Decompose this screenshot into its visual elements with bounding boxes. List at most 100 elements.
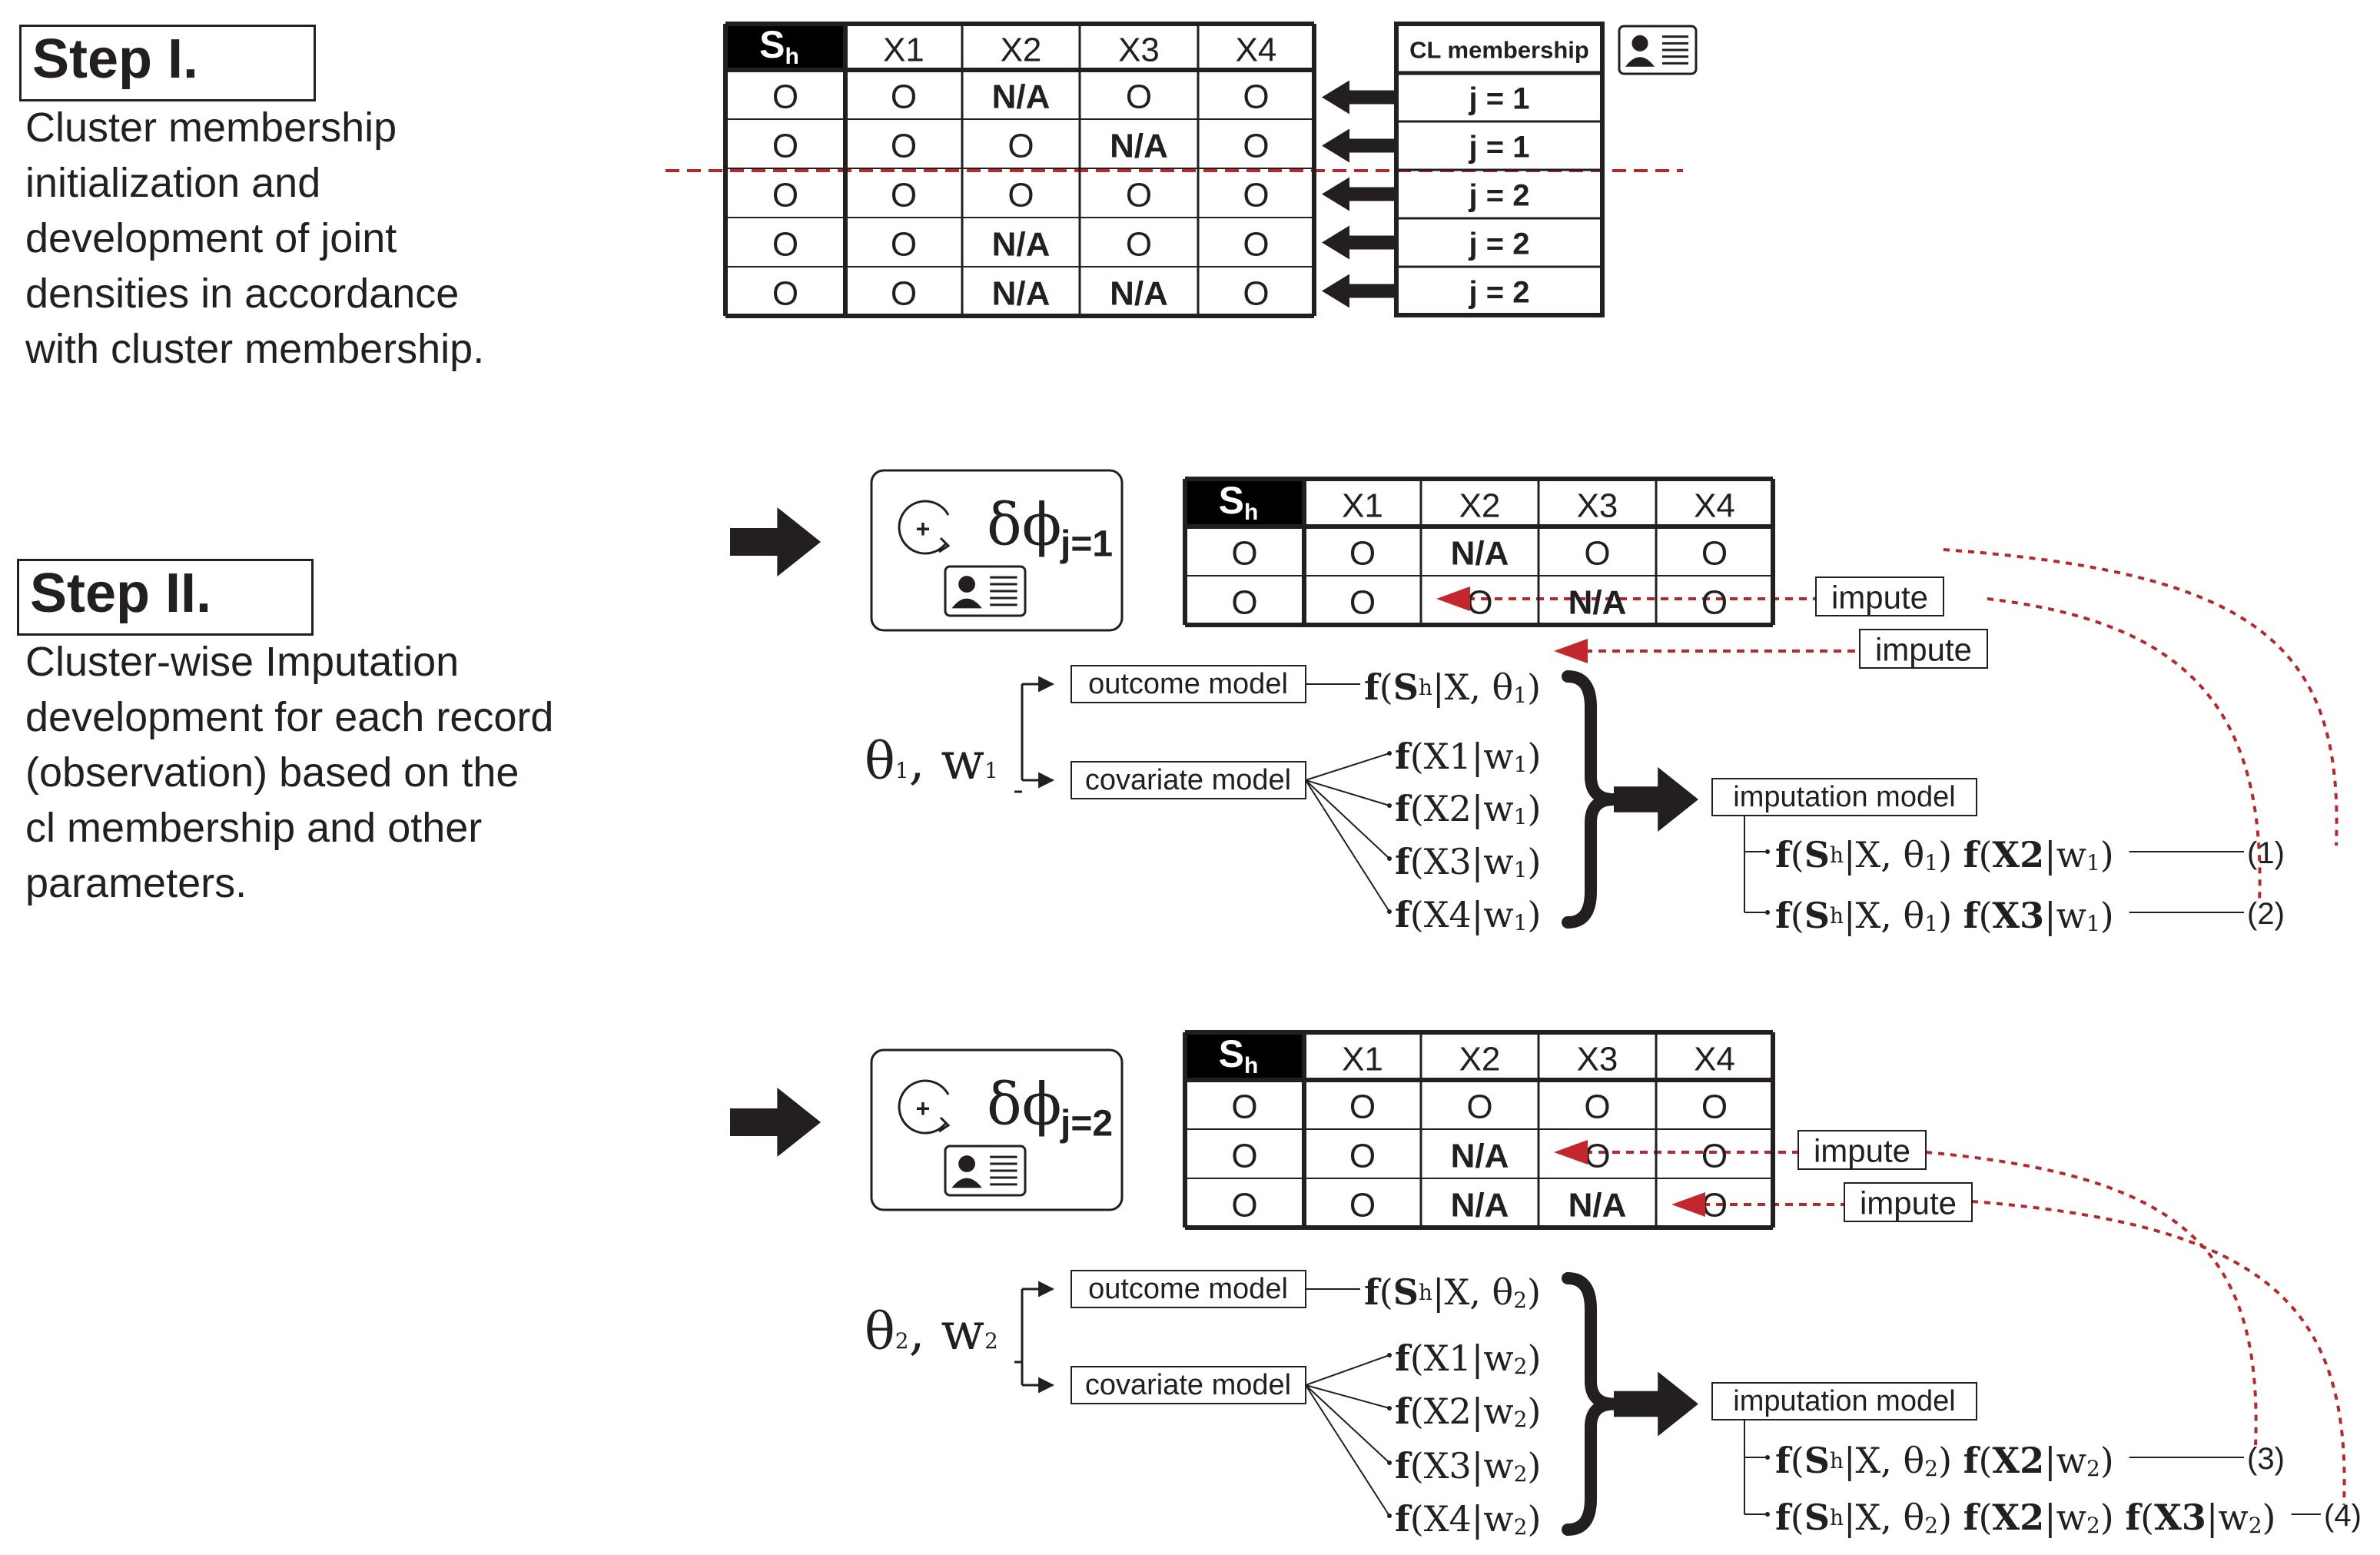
step1-cell: N/A <box>1110 275 1168 313</box>
rotate-add-icon <box>898 1079 950 1135</box>
cluster1-outcome-model-label: outcome model <box>1088 668 1288 700</box>
cluster2-imputation-model-box <box>1711 1382 1977 1420</box>
step1-sh-header-cell <box>725 24 845 70</box>
cluster2-id-card-icon <box>944 1145 1027 1197</box>
step2-desc-line: Cluster-wise Imputation <box>25 639 460 685</box>
step1-cell: O <box>772 275 798 313</box>
cluster1-covariate-model-box <box>1071 761 1306 799</box>
cluster2-delta-phi: δϕ <box>987 1070 1062 1138</box>
cluster2-outcome-model-box <box>1071 1270 1306 1308</box>
cluster2-covariate-dot <box>1387 1460 1392 1465</box>
cluster2-cell: O <box>1349 1138 1376 1175</box>
membership-arrow-shaft <box>1343 90 1394 105</box>
cluster2-impute-label-box <box>1844 1182 1973 1222</box>
membership-arrow-shaft <box>1343 235 1394 250</box>
rotate-add-icon <box>898 500 950 555</box>
membership-arrow-shaft <box>1343 138 1394 153</box>
cluster1-imputation-formula: f(Sh|X, θ1) f(X3|w1) <box>1775 895 2114 936</box>
cluster2-covariate-fan-line <box>1305 1354 1390 1386</box>
cluster2-impute-arrowhead <box>1554 1140 1588 1165</box>
membership-value: j = 2 <box>1469 276 1530 310</box>
cluster1-cell: O <box>1231 535 1257 573</box>
cluster2-cell: N/A <box>1451 1187 1509 1224</box>
cluster2-impute-label: impute <box>1860 1185 1957 1221</box>
cluster2-formula-number: (3) <box>2247 1442 2285 1476</box>
step1-cell: O <box>1126 78 1152 116</box>
cluster2-imputation-formula: f(Sh|X, θ2) f(X2|w2) <box>1775 1440 2114 1481</box>
membership-value: j = 2 <box>1469 179 1530 213</box>
membership-arrow-head <box>1322 225 1349 260</box>
cluster1-impute-label: impute <box>1831 580 1928 616</box>
step1-cell: O <box>772 128 798 165</box>
cluster1-cell: O <box>1701 584 1728 622</box>
cluster1-formula-number: (2) <box>2247 897 2285 931</box>
cluster1-impute-curve <box>1943 548 2339 846</box>
cluster2-impute-label: impute <box>1814 1133 1910 1169</box>
cluster2-covariate-formula: f(X3|w2) <box>1395 1445 1541 1487</box>
step1-cell: N/A <box>992 78 1051 116</box>
cluster1-impute-arrowhead <box>1554 639 1588 663</box>
cluster2-imputation-formula: f(Sh|X, θ2) f(X2|w2) f(X3|w2) <box>1775 1497 2275 1538</box>
step1-cell: O <box>1243 78 1269 116</box>
cluster2-imputation-dot <box>1765 1455 1770 1460</box>
cluster2-cell: O <box>1231 1088 1257 1126</box>
cluster1-imputation-model-box <box>1711 778 1977 816</box>
membership-arrow-head <box>1322 177 1349 211</box>
cluster1-outcome-formula: f(Sh|X, θ1) <box>1364 666 1541 708</box>
membership-arrow-shaft <box>1343 187 1394 201</box>
step1-cell: O <box>1007 128 1034 165</box>
step1-cell: O <box>891 275 917 313</box>
cluster1-cell: O <box>1584 535 1610 573</box>
cluster2-cell: O <box>1701 1187 1728 1224</box>
cluster1-col-header: X1 <box>1342 487 1383 525</box>
step1-cell: N/A <box>992 226 1051 264</box>
cluster1-covariate-model-label: covariate model <box>1085 764 1291 796</box>
cluster2-cell: O <box>1231 1138 1257 1175</box>
cluster1-formula-number: (1) <box>2247 836 2285 870</box>
cluster1-to-imputation-arrow-icon <box>1614 767 1698 832</box>
cluster1-outcome-model-box <box>1071 665 1306 703</box>
cluster2-params-label: θ2, w2 <box>865 1302 998 1361</box>
membership-value: j = 1 <box>1469 82 1530 116</box>
cluster1-col-header: X4 <box>1694 487 1735 525</box>
cluster1-covariate-dot <box>1387 909 1392 914</box>
membership-arrow-head <box>1322 80 1349 115</box>
step2-title: Step II. <box>17 559 314 636</box>
cluster1-impute-arrowhead <box>1436 586 1470 611</box>
cluster1-params-label: θ1, w1 <box>865 732 998 791</box>
step1-desc-line: with cluster membership. <box>25 326 485 372</box>
cluster2-sh-header-label: Sh <box>1219 1032 1259 1078</box>
cluster2-col-header: X2 <box>1459 1041 1501 1078</box>
cluster1-delta-phi: δϕ <box>987 490 1062 559</box>
cluster2-covariate-model-box <box>1071 1366 1306 1404</box>
cluster1-impute-label-box <box>1859 629 1988 669</box>
step1-cell: O <box>772 78 798 116</box>
cluster2-outcome-formula: f(Sh|X, θ2) <box>1364 1271 1541 1313</box>
step1-cell: N/A <box>992 275 1051 313</box>
cluster1-j-label: j=1 <box>1060 524 1113 565</box>
cluster1-covariate-formula: f(X1|w1) <box>1395 736 1541 777</box>
cluster1-imputation-formula: f(Sh|X, θ1) f(X2|w1) <box>1775 834 2114 876</box>
cluster2-col-header: X3 <box>1577 1041 1618 1078</box>
cluster1-cell: N/A <box>1451 535 1509 573</box>
step1-desc-line: initialization and <box>25 160 321 206</box>
cluster2-covariate-dot <box>1387 1513 1392 1518</box>
step1-cell: O <box>1126 177 1152 214</box>
membership-value: j = 2 <box>1469 228 1530 261</box>
curly-brace-icon <box>1562 670 1615 929</box>
step1-desc-line: densities in accordance <box>25 271 460 317</box>
cluster2-big-arrow-icon <box>730 1088 821 1157</box>
step1-col-header: X3 <box>1118 32 1160 69</box>
step1-cell: O <box>772 226 798 264</box>
cluster1-imputation-dot <box>1765 849 1770 854</box>
cluster1-big-arrow-icon <box>730 507 821 576</box>
cluster2-sh-header-cell <box>1185 1032 1304 1080</box>
cluster2-col-header: X1 <box>1342 1041 1383 1078</box>
step2-desc-line: cl membership and other <box>25 805 483 851</box>
cluster2-formula-number: (4) <box>2324 1499 2362 1533</box>
cluster2-covariate-dot <box>1387 1406 1392 1410</box>
cluster1-cell: O <box>1231 584 1257 622</box>
step2-description: Cluster-wise Imputation development for … <box>25 634 553 911</box>
